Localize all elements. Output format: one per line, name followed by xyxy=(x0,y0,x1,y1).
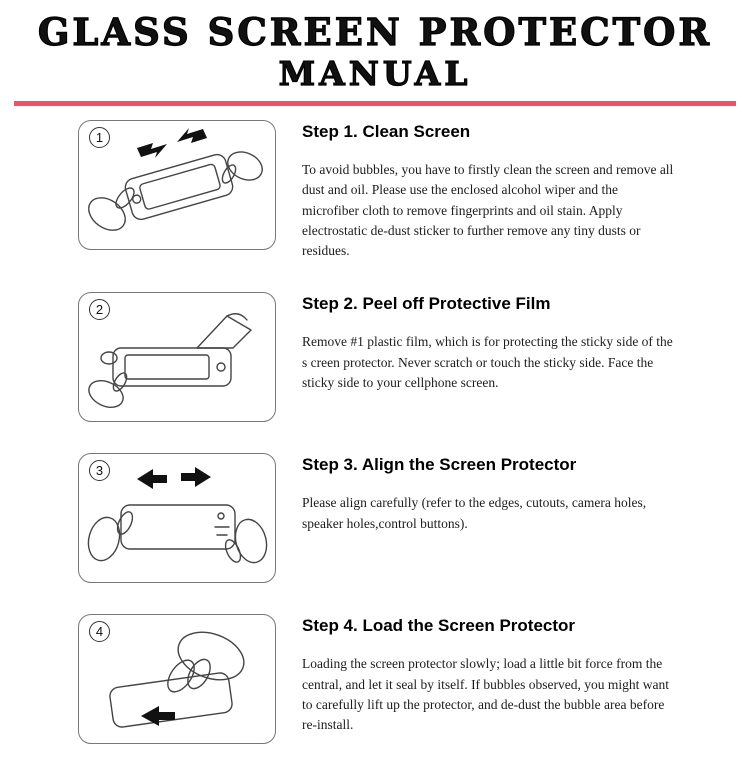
step-4-body: Loading the screen protector slowly; loa… xyxy=(302,656,670,732)
step-4-heading: Step 4. Load the Screen Protector xyxy=(302,616,576,636)
step-2-illustration: 2 xyxy=(78,292,276,423)
page-subtitle: MANUAL xyxy=(278,53,472,93)
title-divider xyxy=(14,101,736,106)
step-1-illustration: 1 xyxy=(78,120,276,250)
steps-list: 1 Step 1. Clean Screen To avoid bubbles,… xyxy=(0,106,750,745)
step-3-text: Step 3. Align the Screen Protector Pleas… xyxy=(302,453,674,534)
step-1-text: Step 1. Clean Screen To avoid bubbles, y… xyxy=(302,120,674,261)
step-1-number-badge: 1 xyxy=(89,127,110,148)
step-3-number-badge: 3 xyxy=(89,460,110,482)
hands-wiping-phone-icon xyxy=(88,128,263,231)
step-4-illustration: 4 xyxy=(78,614,276,745)
step-row-4: 4 Step 4. Load the Screen Protector Load… xyxy=(0,614,750,745)
hand-pressing-protector-icon xyxy=(109,631,245,728)
manual-page: GLASS SCREEN PROTECTOR MANUAL 1 xyxy=(0,9,750,760)
step-4-number-badge: 4 xyxy=(89,621,110,643)
step-2-number-badge: 2 xyxy=(89,299,110,321)
hand-peeling-film-icon xyxy=(88,313,252,409)
step-2-heading: Step 2. Peel off Protective Film xyxy=(302,294,551,314)
step-1-body: To avoid bubbles, you have to firstly cl… xyxy=(302,162,674,258)
step-3-body: Please align carefully (refer to the edg… xyxy=(302,495,647,531)
step-2-body: Remove #1 plastic film, which is for pro… xyxy=(302,334,673,390)
step-1-heading: Step 1. Clean Screen xyxy=(302,122,471,141)
step-3-illustration: 3 xyxy=(78,453,276,584)
step-2-text: Step 2. Peel off Protective Film Remove … xyxy=(302,292,674,393)
step-row-1: 1 Step 1. Clean Screen To avoid bubbles,… xyxy=(0,120,750,261)
step-4-text: Step 4. Load the Screen Protector Loadin… xyxy=(302,614,674,735)
step-row-2: 2 Step 2. Peel off Protective Film Remov… xyxy=(0,292,750,423)
step-row-3: 3 Step 3. Align the Screen Protector Ple… xyxy=(0,453,750,584)
manual-header: GLASS SCREEN PROTECTOR MANUAL xyxy=(0,9,750,93)
page-title: GLASS SCREEN PROTECTOR xyxy=(37,9,713,54)
hands-aligning-protector-icon xyxy=(87,467,268,564)
step-3-heading: Step 3. Align the Screen Protector xyxy=(302,455,577,475)
